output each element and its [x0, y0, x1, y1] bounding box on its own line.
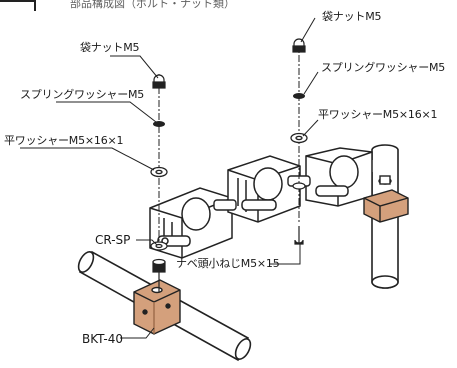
caster-frame-middle — [227, 155, 301, 223]
label-flat-washer-left: 平ワッシャーM5×16×1 — [4, 134, 124, 147]
frame-corner — [0, 0, 36, 11]
label-spring-washer-right: スプリングワッシャーM5 — [321, 61, 446, 74]
label-cap-nut-right: 袋ナットM5 — [322, 10, 382, 23]
caster-frame-right — [305, 147, 373, 207]
left-spring-washer — [153, 121, 165, 127]
cr-sp-spacer — [150, 241, 168, 292]
center-lines — [158, 42, 300, 246]
bkt-40-bracket — [133, 279, 181, 335]
label-cr-sp: CR-SP — [95, 233, 131, 247]
label-pan-head-screw: ナベ頭小ねじM5×15 — [176, 257, 280, 270]
diagram-title: 部品構成図（ボルト・ナット類） — [70, 0, 235, 10]
right-cap-nut — [292, 38, 306, 53]
right-bracket — [363, 175, 409, 223]
pan-head-screw — [292, 182, 306, 245]
left-cap-nut — [152, 74, 166, 89]
label-bkt-40: BKT-40 — [82, 332, 123, 346]
left-flat-washer — [150, 166, 168, 178]
right-spring-washer — [293, 93, 305, 99]
label-cap-nut-left: 袋ナットM5 — [80, 41, 140, 54]
label-spring-washer-left: スプリングワッシャーM5 — [20, 88, 145, 101]
caster-frame-left — [149, 187, 233, 259]
label-flat-washer-right: 平ワッシャーM5×16×1 — [318, 108, 438, 121]
leader-lines — [20, 17, 319, 339]
